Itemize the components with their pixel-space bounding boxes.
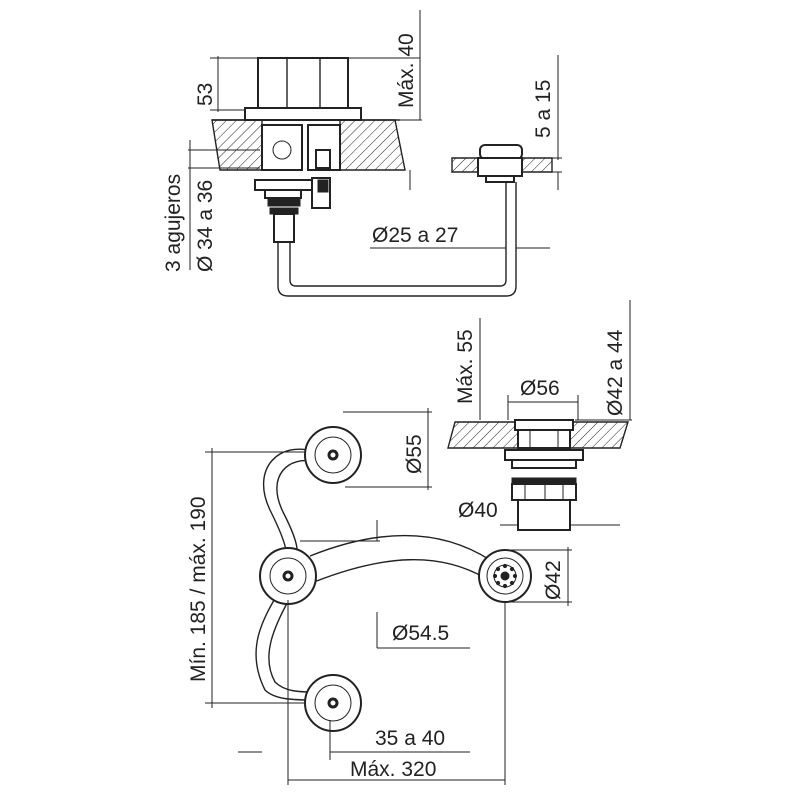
plan-view-faucet xyxy=(255,426,532,732)
dimension-lines-plan xyxy=(205,408,572,785)
label-d-42-44: Ø42 a 44 xyxy=(604,329,627,416)
side-view-faucet xyxy=(211,57,553,297)
label-max-40: Máx. 40 xyxy=(395,33,418,108)
label-53: 53 xyxy=(194,83,217,106)
label-d-40: Ø40 xyxy=(458,499,498,522)
label-holes-count: 3 agujeros xyxy=(162,174,185,272)
label-35-a-40: 35 a 40 xyxy=(375,727,445,750)
label-d-42: Ø42 xyxy=(542,560,565,600)
label-d-54-5: Ø54.5 xyxy=(392,622,449,645)
label-d-25-27: Ø25 a 27 xyxy=(372,224,458,247)
label-holes-diameter: Ø 34 a 36 xyxy=(194,180,217,272)
label-min-max: Mín. 185 / máx. 190 xyxy=(187,496,210,682)
dimension-lines-drain xyxy=(479,300,632,526)
label-d-55: Ø55 xyxy=(403,434,426,474)
drain-detail xyxy=(447,419,629,531)
dimension-lines-top xyxy=(188,10,562,270)
label-max-55: Máx. 55 xyxy=(454,329,477,404)
label-5-a-15: 5 a 15 xyxy=(532,80,555,138)
label-max-320: Máx. 320 xyxy=(350,758,436,781)
label-d-56: Ø56 xyxy=(520,377,560,400)
